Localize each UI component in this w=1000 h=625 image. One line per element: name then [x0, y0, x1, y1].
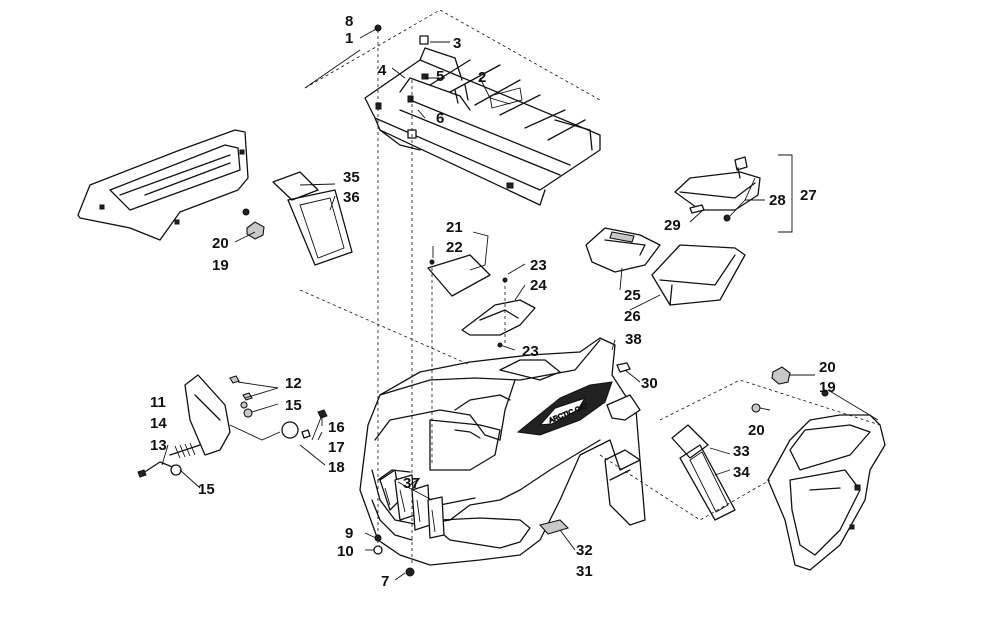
callout-35: 35 [343, 169, 360, 186]
callout-23-lower: 23 [522, 343, 539, 360]
callout-15-lower: 15 [198, 481, 215, 498]
decal-sheets-35-36 [272, 171, 353, 266]
callout-1: 1 [345, 30, 353, 47]
fastener-lines [299, 30, 506, 577]
callout-34: 34 [733, 464, 750, 481]
callout-20-left: 20 [212, 235, 229, 252]
callout-25: 25 [624, 287, 641, 304]
callout-6: 6 [436, 110, 444, 127]
callout-27: 27 [800, 187, 817, 204]
front-rack [304, 9, 601, 206]
callout-12: 12 [285, 375, 302, 392]
callout-18: 18 [328, 459, 345, 476]
callout-31: 31 [576, 563, 593, 580]
callout-9: 9 [345, 525, 353, 542]
callout-20-lower: 20 [748, 422, 765, 439]
callout-38: 38 [625, 331, 642, 348]
storage-lid-27 [674, 156, 761, 222]
callout-19-right: 19 [819, 379, 836, 396]
callout-2: 2 [478, 69, 486, 86]
callout-22: 22 [446, 239, 463, 256]
callout-10: 10 [337, 543, 354, 560]
storage-box-26 [651, 244, 746, 306]
decal-38: ARCTIC CAT [516, 381, 613, 436]
callout-21: 21 [446, 219, 463, 236]
callout-24: 24 [530, 277, 547, 294]
callout-19-left: 19 [212, 257, 229, 274]
bracket-27 [778, 154, 793, 233]
callout-28: 28 [769, 192, 786, 209]
front-body [359, 337, 646, 566]
callout-4: 4 [378, 62, 387, 79]
right-fender [599, 366, 886, 571]
callout-14: 14 [150, 415, 167, 432]
callout-5: 5 [436, 68, 444, 85]
callout-30: 30 [641, 375, 658, 392]
callout-15-upper: 15 [285, 397, 302, 414]
callout-16: 16 [328, 419, 345, 436]
callout-26: 26 [624, 308, 641, 325]
callout-8: 8 [345, 13, 353, 30]
headlight-assembly [137, 374, 328, 489]
callout-17: 17 [328, 439, 345, 456]
callout-23-upper: 23 [530, 257, 547, 274]
callout-36: 36 [343, 189, 360, 206]
decal-sheets-33-34 [671, 424, 736, 521]
callout-3: 3 [453, 35, 461, 52]
bracket-24 [461, 277, 536, 348]
left-fender-upper [77, 129, 265, 241]
callout-20-right: 20 [819, 359, 836, 376]
leader-lines [234, 27, 879, 581]
access-panel-21-22 [427, 254, 491, 297]
callout-7: 7 [381, 573, 389, 590]
callout-33: 33 [733, 443, 750, 460]
callout-11: 11 [150, 394, 166, 411]
callout-13: 13 [150, 437, 167, 454]
callouts: 8 1 3 4 5 2 6 35 36 20 19 21 22 23 24 23… [150, 13, 836, 590]
callout-32: 32 [576, 542, 593, 559]
callout-29: 29 [664, 217, 681, 234]
callout-37: 37 [403, 475, 420, 492]
storage-tray-25 [585, 227, 661, 273]
